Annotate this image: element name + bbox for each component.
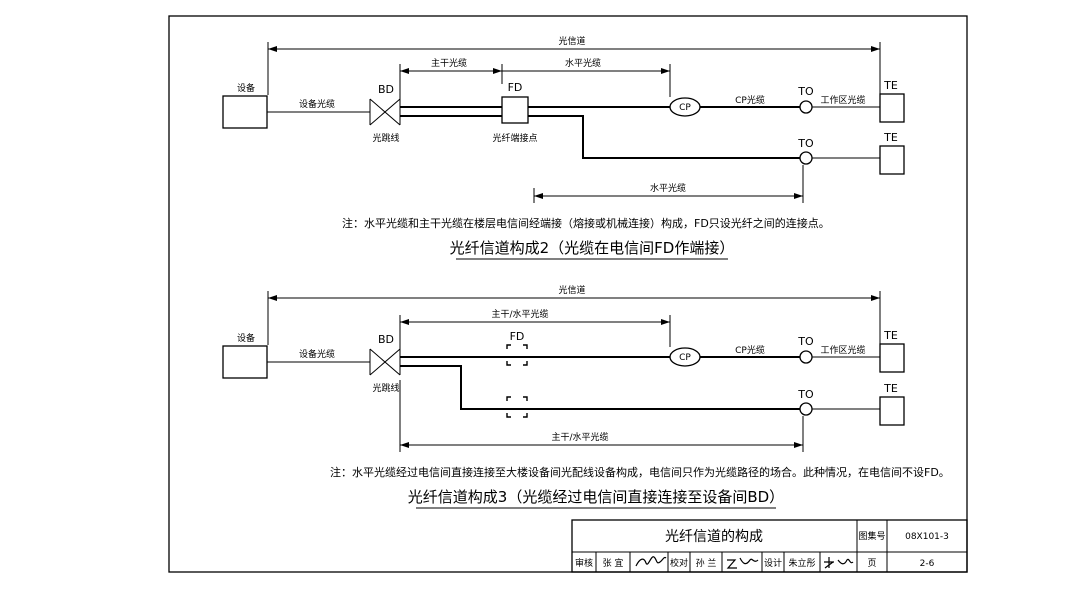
equipment-label: 设备 bbox=[237, 332, 255, 344]
horizontal-top-label: 水平光缆 bbox=[565, 57, 601, 69]
arrow-left bbox=[400, 68, 409, 74]
backbone-label: 主干光缆 bbox=[431, 57, 467, 69]
bd-patch-symbol bbox=[369, 98, 401, 126]
cp-label: CP bbox=[679, 353, 691, 363]
equipment-cable-label: 设备光缆 bbox=[299, 98, 335, 110]
diagram-3-title: 光纤信道构成3（光缆经过电信间直接连接至设备间BD） bbox=[408, 488, 784, 506]
equipment-box bbox=[222, 345, 268, 379]
review-name: 张 宜 bbox=[603, 557, 624, 569]
equipment-box bbox=[222, 95, 268, 129]
title-block: 光纤信道的构成 图集号 08X101-3 审核 张 宜 校对 孙 兰 设计 朱立… bbox=[571, 519, 968, 573]
check-signature bbox=[726, 557, 759, 569]
fd-dashed-box-lower bbox=[506, 396, 528, 418]
atlas-number: 08X101-3 bbox=[905, 532, 949, 542]
arrow-right bbox=[871, 46, 880, 52]
to-outlet-1 bbox=[799, 100, 813, 114]
patch-label: 光跳线 bbox=[372, 382, 399, 394]
fd-box bbox=[501, 96, 529, 124]
horizontal-cable-to-to2 bbox=[528, 115, 800, 159]
te-box-1 bbox=[879, 93, 905, 123]
arrow-left bbox=[400, 319, 409, 325]
note-2: 注：水平光缆和主干光缆在楼层电信间经端接（熔接或机械连接）构成，FD只设光纤之间… bbox=[342, 216, 830, 230]
arrow-right bbox=[794, 442, 803, 448]
te-box-2 bbox=[879, 396, 905, 426]
atlas-label: 图集号 bbox=[858, 530, 885, 542]
review-label: 审核 bbox=[575, 557, 593, 569]
to-1-label: TO bbox=[797, 335, 814, 348]
te-2-label: TE bbox=[883, 131, 898, 144]
arrow-right bbox=[661, 68, 670, 74]
check-label: 校对 bbox=[670, 557, 688, 569]
backbone-horizontal-top-label: 主干/水平光缆 bbox=[491, 308, 548, 320]
check-name: 孙 兰 bbox=[696, 557, 717, 569]
equipment-label: 设备 bbox=[237, 82, 255, 94]
diagram-2: 光信道 主干光缆 水平光缆 设备 设备光缆 BD 光跳线 FD bbox=[222, 35, 905, 260]
note-3: 注：水平光缆经过电信间直接连接至大楼设备间光配线设备构成，电信间只作为光缆路径的… bbox=[330, 465, 950, 479]
work-cable-label: 工作区光缆 bbox=[820, 344, 865, 356]
arrow-left bbox=[268, 295, 277, 301]
sheet-border bbox=[168, 15, 968, 573]
design-label: 设计 bbox=[764, 557, 782, 569]
arrow-left bbox=[534, 193, 543, 199]
fd-label: FD bbox=[508, 81, 523, 94]
te-box-1 bbox=[879, 343, 905, 373]
to-outlet-1 bbox=[799, 350, 813, 364]
fd-dashed-box bbox=[506, 344, 528, 366]
channel-label: 光信道 bbox=[558, 284, 585, 296]
page-number: 2-6 bbox=[920, 559, 935, 569]
equipment-cable-label: 设备光缆 bbox=[299, 348, 335, 360]
arrow-right bbox=[871, 295, 880, 301]
bd-label: BD bbox=[378, 333, 394, 346]
diagram-2-title: 光纤信道构成2（光缆在电信间FD作端接） bbox=[450, 239, 735, 257]
splice-point-label: 光纤端接点 bbox=[492, 132, 537, 144]
design-name: 朱立彤 bbox=[788, 557, 815, 569]
te-1-label: TE bbox=[883, 329, 898, 342]
te-box-2 bbox=[879, 145, 905, 175]
fd-label: FD bbox=[510, 330, 525, 343]
arrow-left bbox=[268, 46, 277, 52]
bd-label: BD bbox=[378, 83, 394, 96]
to-1-label: TO bbox=[797, 85, 814, 98]
arrow-right bbox=[661, 319, 670, 325]
te-2-label: TE bbox=[883, 382, 898, 395]
review-signature bbox=[635, 556, 667, 567]
backbone-horizontal-cable-to-to2 bbox=[400, 365, 800, 410]
arrow-right bbox=[493, 68, 502, 74]
to-outlet-2 bbox=[799, 402, 813, 416]
bd-patch-symbol bbox=[369, 348, 401, 376]
cp-cable-label: CP光缆 bbox=[735, 344, 765, 356]
to-outlet-2 bbox=[799, 151, 813, 165]
to-2-label: TO bbox=[797, 137, 814, 150]
diagram-3: 光信道 主干/水平光缆 设备 设备光缆 BD 光跳线 FD CP bbox=[222, 284, 950, 509]
to-2-label: TO bbox=[797, 388, 814, 401]
cp-cable-label: CP光缆 bbox=[735, 94, 765, 106]
work-cable-label: 工作区光缆 bbox=[820, 94, 865, 106]
page-label: 页 bbox=[867, 558, 876, 569]
title-block-title: 光纤信道的构成 bbox=[665, 529, 763, 545]
horizontal-bottom-label: 水平光缆 bbox=[650, 182, 686, 194]
te-1-label: TE bbox=[883, 79, 898, 92]
arrow-left bbox=[400, 442, 409, 448]
backbone-horizontal-bottom-label: 主干/水平光缆 bbox=[551, 431, 608, 443]
cp-label: CP bbox=[679, 103, 691, 113]
patch-label: 光跳线 bbox=[372, 132, 399, 144]
arrow-right bbox=[794, 193, 803, 199]
channel-label: 光信道 bbox=[558, 35, 585, 47]
design-signature bbox=[824, 557, 854, 569]
